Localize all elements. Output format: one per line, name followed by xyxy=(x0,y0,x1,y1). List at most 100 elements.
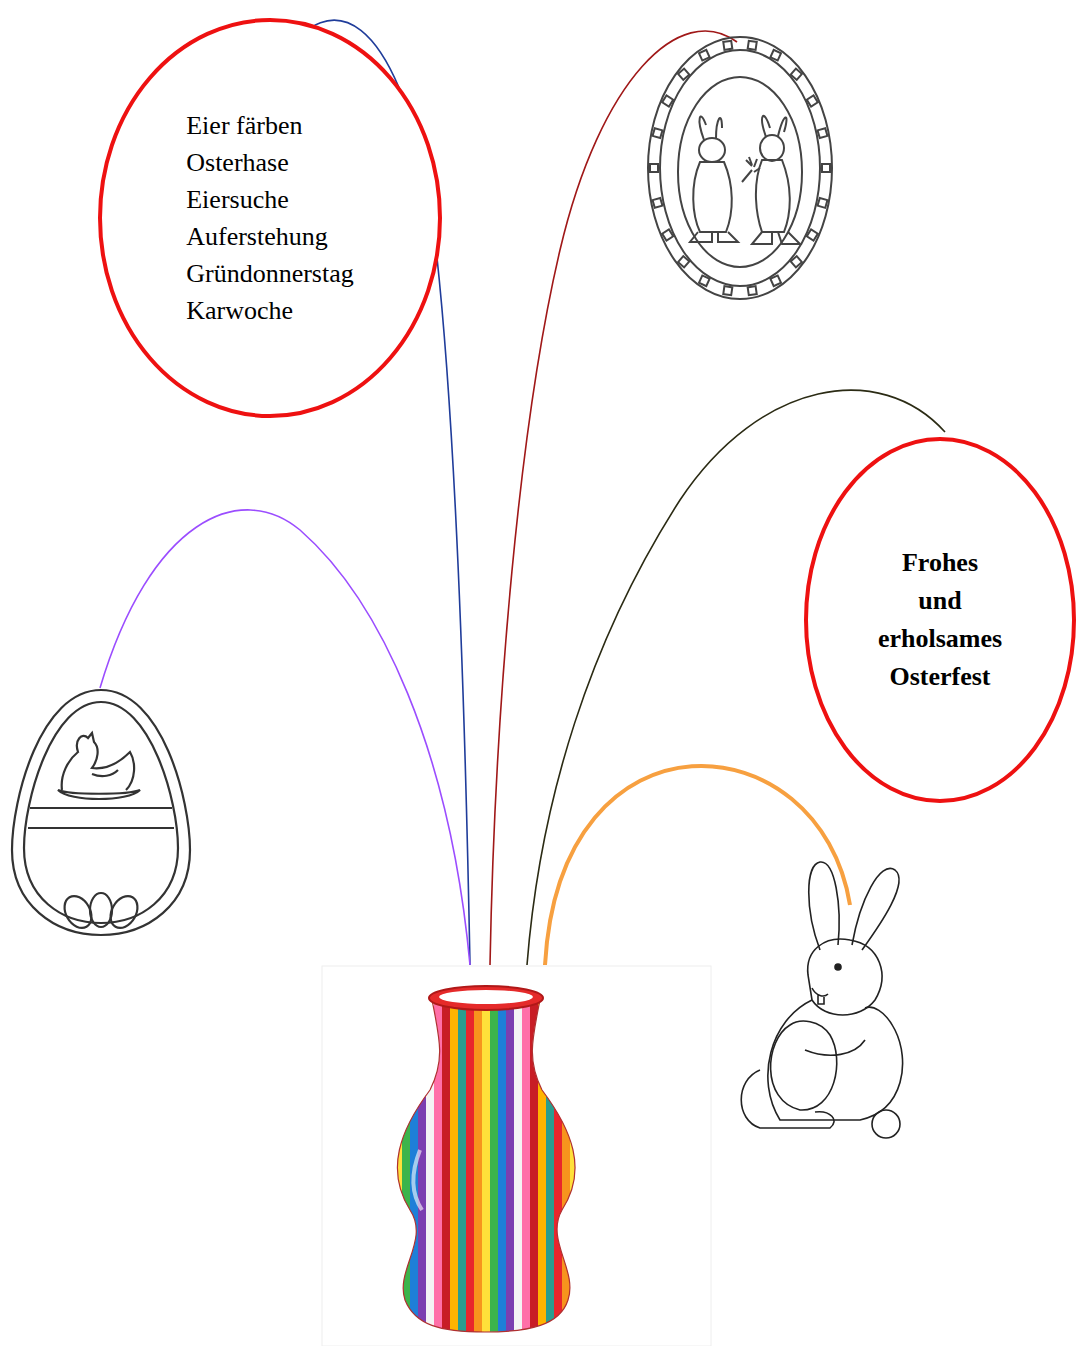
bunny-arm xyxy=(805,1040,865,1055)
egg-outer xyxy=(12,690,190,935)
bunny-feet xyxy=(690,232,738,242)
vase-stripe xyxy=(442,990,450,1340)
border-block xyxy=(818,128,828,138)
border-block xyxy=(791,69,802,80)
vase-stripe xyxy=(514,990,522,1340)
ellipse-outline xyxy=(804,437,1076,803)
node-text: Karwoche xyxy=(186,292,354,329)
border-block xyxy=(678,256,689,267)
border-block xyxy=(662,95,673,106)
egg-band xyxy=(28,808,174,828)
red-stem xyxy=(490,31,737,965)
vase-stripe xyxy=(546,990,554,1340)
vase-stripes xyxy=(378,990,602,1340)
vase-stripe xyxy=(466,990,474,1340)
bunny-eye xyxy=(835,964,841,970)
vase-stripe xyxy=(474,990,482,1340)
sitting-bunny xyxy=(741,862,902,1138)
medallion-blocks xyxy=(650,41,830,295)
ellipse-node: Eier färbenOsterhaseEiersucheAuferstehun… xyxy=(98,18,442,418)
vase-stripe xyxy=(538,990,546,1340)
border-block xyxy=(723,41,732,50)
vase-stripe xyxy=(522,990,530,1340)
ellipse-outline xyxy=(98,18,442,418)
orange-stem xyxy=(545,766,850,965)
vase-stripe xyxy=(490,990,498,1340)
bunny-body xyxy=(768,1000,903,1120)
border-block xyxy=(807,229,818,240)
vase-stripe xyxy=(586,990,594,1340)
bunny-medallion xyxy=(648,37,832,299)
bunny-ears xyxy=(762,116,786,137)
vase-stripe xyxy=(482,990,490,1340)
hen xyxy=(62,733,134,790)
medallion-outer xyxy=(648,37,832,299)
held-egg xyxy=(771,1021,837,1110)
flower-bouquet xyxy=(742,157,760,182)
bunny-head xyxy=(760,135,784,161)
bunny-mouth xyxy=(812,988,828,1004)
vase-stripe xyxy=(506,990,514,1340)
node-text: Gründonnerstag xyxy=(186,255,354,292)
text-block: Eier färbenOsterhaseEiersucheAuferstehun… xyxy=(186,107,354,329)
bunny-ear-right xyxy=(852,868,899,950)
medallion-window xyxy=(678,77,802,267)
vase-stripe xyxy=(562,990,570,1340)
node-text: Eier färben xyxy=(186,107,354,144)
border-block xyxy=(818,198,828,208)
border-block xyxy=(662,229,673,240)
egg-small xyxy=(90,893,112,927)
medallion-ring xyxy=(660,50,820,286)
border-block xyxy=(748,41,757,50)
vase-stripe xyxy=(418,990,426,1340)
egg-inner xyxy=(24,702,178,923)
egg-small xyxy=(59,891,97,932)
border-block xyxy=(678,69,689,80)
hen-egg xyxy=(12,690,190,935)
red-ellipse xyxy=(806,439,1074,801)
bunny-feet xyxy=(741,1070,834,1128)
bunny-feet xyxy=(752,232,800,244)
border-block xyxy=(653,198,663,208)
border-block xyxy=(699,276,710,287)
red-ellipse xyxy=(100,20,440,416)
border-block xyxy=(650,164,658,172)
picture-frame xyxy=(322,966,711,1346)
vase-stripe xyxy=(578,990,586,1340)
bunny-tail xyxy=(872,1110,900,1138)
vase-stripe xyxy=(594,990,602,1340)
border-block xyxy=(748,286,757,295)
bunny-body xyxy=(756,160,790,232)
node-text: Frohes und erholsames Osterfest xyxy=(878,544,1002,696)
bunny-body xyxy=(693,162,732,232)
vase-stripe xyxy=(554,990,562,1340)
border-block xyxy=(699,50,710,61)
vase-stripe xyxy=(458,990,466,1340)
border-block xyxy=(653,128,663,138)
vase-stripe xyxy=(378,990,386,1340)
purple-stem xyxy=(100,510,470,965)
vase-stripe xyxy=(530,990,538,1340)
stem-lines xyxy=(100,20,945,965)
border-block xyxy=(807,95,818,106)
bunny-head xyxy=(699,138,725,162)
node-text: Eiersuche xyxy=(186,181,354,218)
bunny-ear-left xyxy=(809,862,839,950)
vase-rim xyxy=(429,986,543,1010)
node-text: Auferstehung xyxy=(186,218,354,255)
ellipse-node: Frohes und erholsames Osterfest xyxy=(804,437,1076,803)
border-block xyxy=(791,256,802,267)
border-block xyxy=(822,164,830,172)
egg-small xyxy=(105,891,143,932)
vase-stripe xyxy=(386,990,394,1340)
vase-stripe xyxy=(434,990,442,1340)
vase-stripe xyxy=(498,990,506,1340)
bunny-head xyxy=(808,939,882,1015)
vase-stripe xyxy=(450,990,458,1340)
border-block xyxy=(770,50,781,61)
nest xyxy=(58,790,140,799)
vase-gloss xyxy=(413,1150,422,1210)
text-block: Frohes und erholsames Osterfest xyxy=(878,544,1002,696)
vase-stripe xyxy=(426,990,434,1340)
